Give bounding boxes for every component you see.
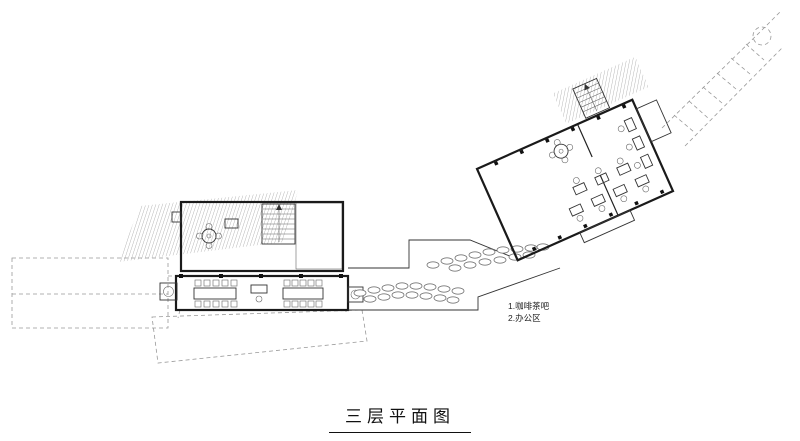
stepping-stones [353,243,550,304]
round-table-icon-right [549,139,574,164]
left-roof-hatch [118,190,298,262]
counter-icon [250,284,268,303]
long-table-1-icon [193,279,238,308]
right-main-room [475,98,675,262]
stair-icon-right [572,77,611,119]
left-wall-bump [171,211,182,223]
title-block: 三层平面图 [0,402,800,433]
stair-icon [261,203,296,245]
round-table-icon [196,223,222,249]
right-annex [635,99,672,143]
left-terrace-hatch [295,202,343,270]
left-main-room [179,200,345,273]
connecting-path [348,239,561,311]
long-table-2-icon [282,279,324,308]
partition-wall [577,124,619,215]
legend-line-1: 1.咖啡茶吧 [508,301,550,311]
page-title: 三层平面图 [329,402,471,433]
site-path-topright [661,11,783,147]
right-roof-hatch [552,56,649,124]
legend-line-2: 2.办公区 [508,313,541,323]
workstations [568,117,654,222]
right-porch [579,209,636,244]
right-columns [493,104,665,252]
left-building [118,190,364,312]
site-outline-left [11,257,368,364]
left-columns [179,274,343,278]
right-building [475,56,675,262]
side-table-icon [224,218,239,229]
left-annex-icon [159,282,178,301]
